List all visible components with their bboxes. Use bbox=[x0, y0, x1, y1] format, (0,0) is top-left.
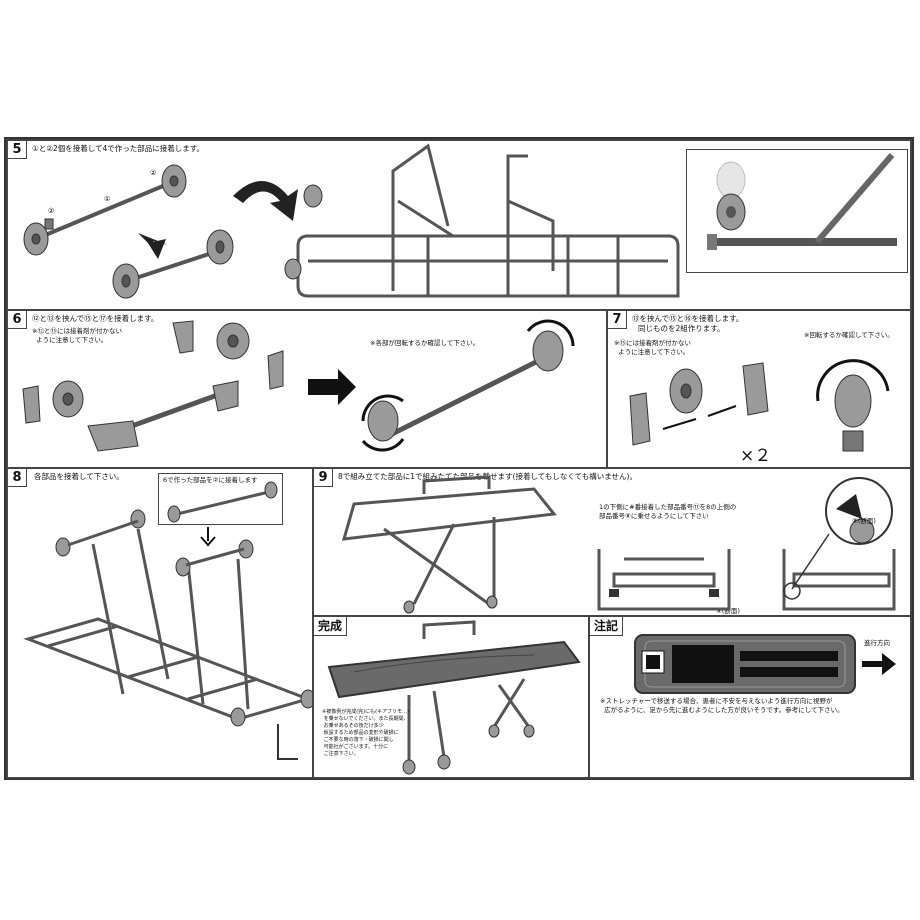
glue-note: ※⑬には接着剤が付かない ように注意して下さい。 bbox=[614, 339, 691, 356]
step-instruction: ⑬を挟んで⑮と⑯を接着します。 bbox=[632, 314, 744, 323]
step-9-illustration bbox=[341, 475, 896, 614]
stretcher-top bbox=[341, 475, 557, 606]
step-7-illustration bbox=[629, 359, 890, 452]
inset-box: 6で作った部品を②に接着します bbox=[158, 473, 283, 525]
magnifier bbox=[783, 477, 893, 600]
rotate-note: ※各部が回転するか確認して下さい。 bbox=[370, 339, 480, 347]
chuki-note: ※ストレッチャーで移送する場合、患者に不安を与えないよう進行方向に視野が 広がる… bbox=[600, 697, 844, 714]
rotate-note: ※回転するか確認して下さい。 bbox=[804, 331, 894, 339]
glue-note: ※⑫と⑬には接着剤が付かない ように注意して下さい。 bbox=[32, 327, 122, 344]
section-label-2: ⑧(断面) bbox=[852, 517, 876, 525]
step-number: 7 bbox=[608, 311, 627, 329]
part-label-1: ① bbox=[104, 195, 110, 203]
detail-box bbox=[686, 149, 908, 273]
frame-wheels bbox=[284, 184, 323, 280]
kansei-note: ※被像例が完成(完)にも(キアフリモ…) を乗せないでください。また長期間、 お… bbox=[322, 709, 409, 757]
frame-assembly bbox=[296, 143, 680, 298]
step-instruction: ⑫と⑬を挟んで⑮と⑰を接着します。 bbox=[32, 314, 159, 323]
step-instruction: ①と②2個を接着して4で作った部品に接着します。 bbox=[32, 144, 205, 153]
instruction-sheet: 5 ①と②2個を接着して4で作った部品に接着します。 ① ② ② bbox=[4, 137, 914, 780]
detail-illustration bbox=[707, 153, 897, 250]
step-instruction-2: 同じものを2組作ります。 bbox=[638, 324, 725, 333]
side-view bbox=[597, 549, 896, 611]
head-emblem bbox=[641, 650, 665, 674]
times-two: ×２ bbox=[740, 446, 772, 466]
base-frame bbox=[23, 528, 312, 721]
step-5-panel: 5 ①と②2個を接着して4で作った部品に接着します。 ① ② ② bbox=[6, 139, 912, 311]
chuki-panel: 注記 進行方向 ※ストレッチャーで移送する場合、患者に不安を与えないよう進行方向… bbox=[588, 615, 912, 779]
step-number: 5 bbox=[8, 141, 27, 159]
direction-arrow bbox=[862, 653, 896, 675]
step-instruction: 各部品を接着して下さい。 bbox=[34, 472, 124, 481]
kansei-panel: 完成 ※被像例が完成(完)にも(キアフリモ…) を乗せないでください。また長期間… bbox=[312, 615, 590, 779]
curved-arrow bbox=[233, 181, 298, 221]
step-6-panel: 6 ⑫と⑬を挟んで⑮と⑰を接着します。 ※⑫と⑬には接着剤が付かない ように注意… bbox=[6, 309, 608, 469]
axle bbox=[117, 390, 224, 434]
step-9-panel: 9 8で組み立てた部品に1で組みたてた部品を載せます(接着してもしなくても構いま… bbox=[312, 467, 912, 617]
axle-assembly-top bbox=[23, 164, 187, 256]
step-number: 8 bbox=[8, 469, 27, 487]
wheel-parts bbox=[22, 320, 284, 424]
section-label-1: ⑧(断面) bbox=[716, 607, 740, 615]
chuki-title: 注記 bbox=[590, 617, 624, 636]
part-label-2a: ② bbox=[48, 207, 54, 215]
part-label-2b: ② bbox=[150, 169, 156, 177]
stretcher-top-view bbox=[634, 634, 896, 694]
kansei-title: 完成 bbox=[314, 617, 348, 636]
step-number: 6 bbox=[8, 311, 27, 329]
right-note: 1の下側に#番接着した部品番号⑪を8の上側の 部品番号⑧に乗せるようにして下さい bbox=[599, 503, 737, 520]
step-number: 9 bbox=[314, 469, 333, 487]
axle-assembly-bottom bbox=[112, 229, 234, 299]
direction-label: 進行方向 bbox=[864, 639, 890, 647]
completed-stretcher bbox=[327, 620, 581, 775]
step-8-panel: 8 各部品を接着して下さい。 6で作った部品を②に接着します bbox=[6, 467, 314, 779]
step-8-illustration bbox=[23, 509, 312, 760]
step-7-panel: 7 ⑬を挟んで⑮と⑯を接着します。 同じものを2組作ります。 ※⑬には接着剤が付… bbox=[606, 309, 912, 469]
step-6-illustration bbox=[22, 319, 575, 452]
inset-text: 6で作った部品を②に接着します bbox=[163, 476, 258, 484]
detail-markers bbox=[609, 589, 719, 597]
big-arrow bbox=[308, 369, 356, 405]
step-5-illustration: ① ② ② bbox=[23, 143, 680, 299]
rotated-wheel bbox=[816, 359, 890, 452]
rotated-assembly bbox=[361, 319, 575, 452]
wheels bbox=[55, 509, 312, 727]
